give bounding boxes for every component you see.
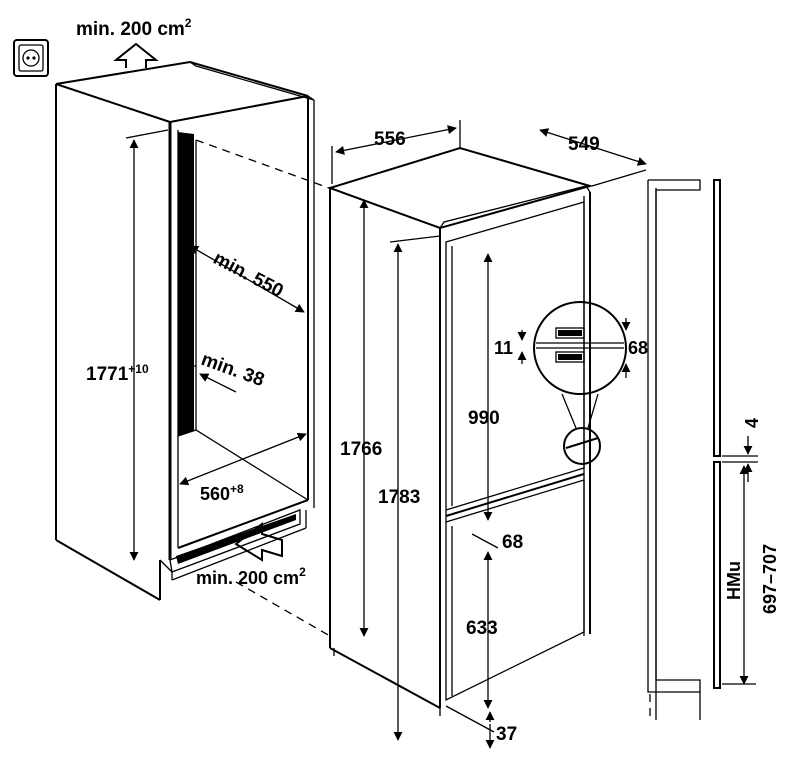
gap-arrow: [199, 373, 237, 393]
vent-bottom-label: min. 200 cm2: [196, 565, 306, 588]
niche-depth-dimension: [189, 245, 305, 313]
niche-width-dimension: [179, 432, 307, 486]
niche-height-label: 1771+10: [86, 362, 149, 385]
total-height-label: 1783: [378, 487, 420, 508]
freezer-door-label: 633: [466, 618, 498, 639]
power-socket-icon: [13, 39, 49, 77]
bottom-offset-dimension: [445, 705, 495, 749]
hmu-label: HMu: [724, 561, 744, 600]
appliance-depth-dimension: [539, 128, 647, 187]
total-height-dimension: [389, 235, 441, 741]
bottom-vent-arrow-icon: [234, 521, 283, 562]
door-gap-leader: [471, 533, 499, 549]
hinge-detail-b-label: 68: [628, 338, 648, 358]
side-gap-dimension: [722, 436, 758, 482]
vent-top-label: min. 200 cm2: [76, 16, 192, 40]
niche-cabinet: [55, 60, 315, 601]
hinge-detail-a-label: 11: [494, 338, 513, 358]
fridge-door-label: 990: [468, 408, 500, 429]
door-gap-label: 68: [502, 532, 523, 553]
appliance-body: [326, 146, 594, 716]
guide-line-bottom: [235, 581, 331, 637]
appliance-width-label: 556: [374, 129, 406, 150]
appliance-depth-label: 549: [568, 134, 600, 155]
niche-depth-label: min. 550: [210, 248, 287, 302]
niche-width-label: 560+8: [200, 482, 244, 504]
gap-label: min. 38: [198, 349, 267, 391]
hinge-detail-magnifier: [533, 301, 627, 465]
hmu-range-label: 697–707: [760, 544, 780, 614]
hmu-dimension: [722, 465, 756, 685]
body-height-label: 1766: [340, 439, 382, 460]
side-view-profile: [647, 179, 721, 720]
niche-height-dimension: [125, 129, 169, 561]
bottom-offset-label: 37: [496, 724, 517, 745]
side-gap-label: 4: [742, 418, 762, 428]
top-vent-arrow-icon: [113, 42, 159, 68]
appliance-width-dimension: [331, 120, 461, 184]
